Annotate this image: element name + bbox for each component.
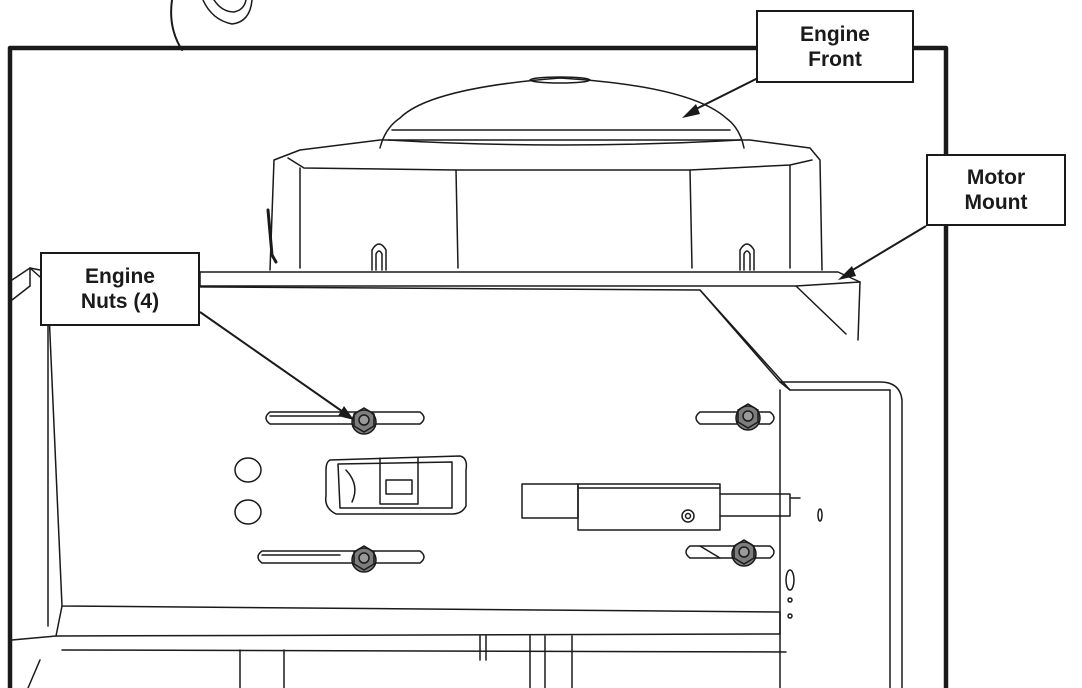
engine-nut xyxy=(731,539,757,567)
leader-arrow-motor-mount xyxy=(838,225,927,280)
engine-nuts-label-line2: Nuts (4) xyxy=(80,290,160,313)
leader-arrow-engine-nuts xyxy=(199,311,354,420)
engine-front-label-line1: Engine xyxy=(799,22,870,46)
wheel-fragment xyxy=(170,0,253,51)
motor-mount-callout: Motor Mount xyxy=(926,154,1066,226)
engine-nut xyxy=(351,545,377,573)
front-plate xyxy=(47,285,903,688)
left-panel xyxy=(11,267,57,688)
engine-nuts-label-line1: Engine xyxy=(84,265,155,288)
bracket-bolt xyxy=(681,509,695,523)
motor-mount-label-line1: Motor xyxy=(966,166,1026,189)
upper-slots xyxy=(265,411,775,425)
right-bracket xyxy=(521,483,801,531)
engine-nut xyxy=(351,407,377,435)
side-holes xyxy=(785,508,823,619)
center-window xyxy=(324,455,468,515)
engine-front-label-line2: Front xyxy=(808,47,862,71)
motor-mount-label-line2: Mount xyxy=(964,191,1028,214)
engine-nuts-callout: Engine Nuts (4) xyxy=(40,252,200,326)
engine-nut xyxy=(735,403,761,431)
engine-housing xyxy=(266,139,823,271)
engine-front-dome xyxy=(379,76,745,149)
round-holes xyxy=(234,457,262,525)
engine-nuts xyxy=(351,403,761,573)
lower-slots xyxy=(257,545,775,564)
frame-border xyxy=(7,45,949,688)
bottom-details xyxy=(239,635,573,688)
engine-front-callout: Engine Front xyxy=(756,10,914,83)
